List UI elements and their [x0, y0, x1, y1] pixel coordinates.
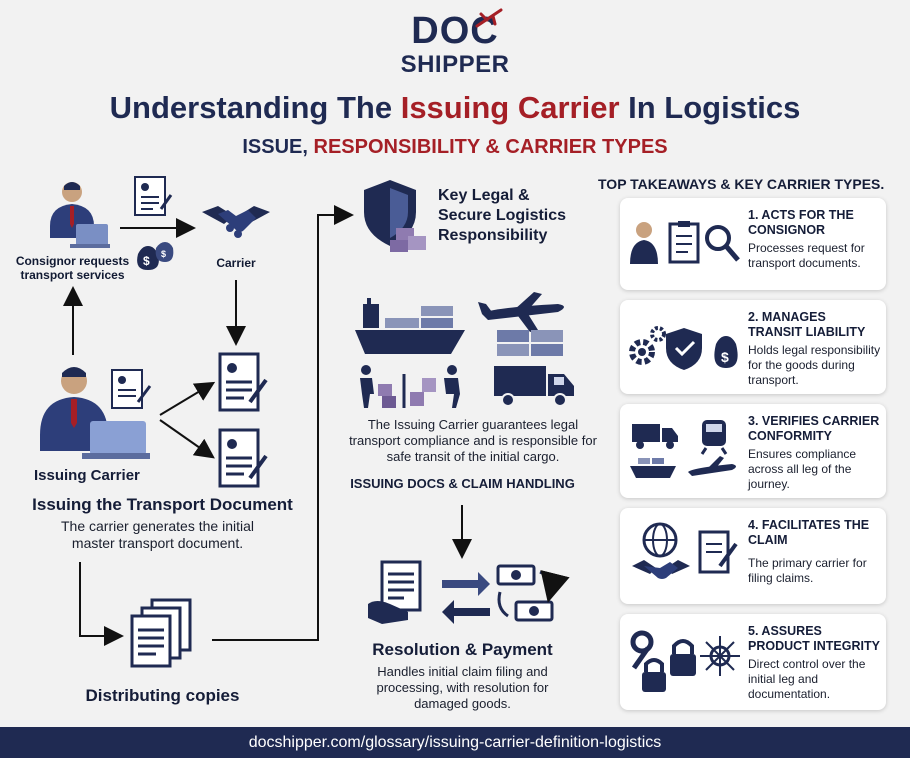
airplane-logo-icon	[475, 8, 503, 28]
svg-text:$: $	[143, 254, 150, 268]
workers-loading-icon	[360, 365, 460, 408]
document-hand-icon	[368, 560, 422, 624]
person-clipboard-search-icon	[630, 221, 740, 264]
footer-bar	[0, 727, 910, 758]
gear-shield-money-icon: $	[629, 326, 738, 370]
takeaway-card-3: 3. VERIFIES CARRIER CONFORMITY Ensures c…	[620, 404, 886, 498]
document-icon	[218, 428, 268, 488]
exchange-arrows-icon	[442, 572, 490, 624]
issuing-carrier-person-icon	[40, 367, 150, 459]
takeaway-title-5: 5. ASSURES PRODUCT INTEGRITY	[748, 624, 880, 653]
takeaway-card-1: 1. ACTS FOR THE CONSIGNOR Processes requ…	[620, 198, 886, 290]
guarantee-body: The Issuing Carrier guarantees legal tra…	[349, 417, 597, 464]
consignor-label: Consignor requests transport services	[15, 254, 130, 282]
globe-handshake-document-icon	[632, 522, 738, 579]
takeaway-title-3: 3. VERIFIES CARRIER CONFORMITY	[748, 414, 880, 443]
distributing-label: Distributing copies	[85, 686, 240, 705]
consignor-person-icon	[50, 182, 110, 248]
cargo-ship-icon	[355, 298, 465, 354]
issuing-body: The carrier generates the initial master…	[61, 518, 254, 551]
takeaway-card-5: 5. ASSURES PRODUCT INTEGRITY Direct cont…	[620, 614, 886, 710]
document-icon	[218, 352, 268, 412]
document-icon	[134, 176, 173, 216]
payment-cash-icon	[496, 564, 570, 622]
title-pre: Understanding The	[109, 90, 401, 125]
subtitle-highlight: RESPONSIBILITY & CARRIER TYPES	[313, 136, 668, 158]
takeaway-title-4: 4. FACILITATES THE CLAIM	[748, 518, 870, 547]
document-stack-icon	[130, 598, 192, 668]
document-icon	[111, 369, 152, 409]
takeaway-card-4: 4. FACILITATES THE CLAIM The primary car…	[620, 508, 886, 604]
takeaway-body-2: Holds legal responsibility for the goods…	[748, 343, 881, 387]
takeaway-title-2: 2. MANAGES TRANSIT LIABILITY	[748, 310, 866, 339]
legal-heading: Key Legal & Secure Logistics Responsibil…	[438, 187, 567, 244]
takeaway-body-4: The primary carrier for filing claims.	[748, 556, 867, 585]
logo-shipper: SHIPPER	[400, 51, 510, 78]
containers-icon	[497, 330, 563, 356]
issuing-heading: Issuing the Transport Document	[32, 495, 293, 514]
takeaway-title-1: 1. ACTS FOR THE CONSIGNOR	[748, 208, 854, 237]
title-post: In Logistics	[619, 90, 801, 125]
money-bag-icon: $ $	[137, 242, 174, 270]
takeaway-body-3: Ensures compliance across all leg of the…	[748, 447, 857, 491]
docs-heading: ISSUING DOCS & CLAIM HANDLING	[350, 476, 575, 491]
airplane-icon	[478, 292, 564, 332]
page-title: Understanding The Issuing Carrier In Log…	[0, 88, 910, 128]
truck-icon	[494, 366, 574, 407]
resolution-body: Handles initial claim filing and process…	[376, 664, 549, 711]
svg-text:$: $	[721, 349, 729, 365]
takeaway-body-5: Direct control over the initial leg and …	[748, 657, 866, 701]
transport-modes-icon	[630, 420, 736, 478]
title-highlight: Issuing Carrier	[400, 90, 620, 125]
resolution-heading: Resolution & Payment	[372, 640, 553, 659]
takeaways-heading: TOP TAKEAWAYS & KEY CARRIER TYPES.	[598, 176, 885, 192]
carrier-label: Carrier	[216, 256, 256, 270]
key-lock-network-icon	[630, 630, 740, 692]
footer-url[interactable]: docshipper.com/glossary/issuing-carrier-…	[248, 734, 662, 751]
takeaway-body-1: Processes request for transport document…	[748, 241, 865, 270]
page-subtitle: ISSUE, RESPONSIBILITY & CARRIER TYPES	[0, 134, 910, 160]
takeaway-card-2: $ 2. MANAGES TRANSIT LIABILITY Holds leg…	[620, 300, 886, 394]
subtitle-pre: ISSUE,	[242, 136, 314, 158]
issuing-carrier-label: Issuing Carrier	[34, 467, 140, 484]
svg-text:$: $	[161, 249, 166, 259]
shield-icon	[364, 180, 426, 252]
handshake-icon	[202, 206, 270, 238]
